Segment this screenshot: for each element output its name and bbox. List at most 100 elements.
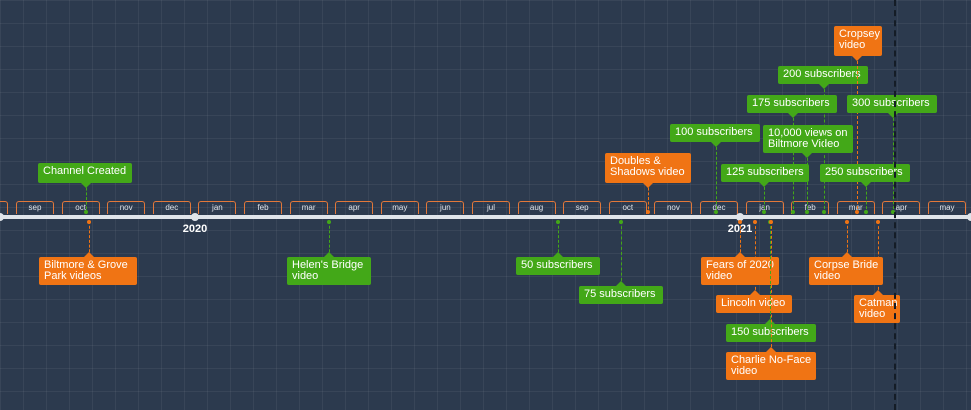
milestone-label[interactable]: 50 subscribers — [516, 257, 600, 275]
label-line: video — [814, 270, 841, 282]
label-line: 250 subscribers — [825, 166, 903, 178]
event-connector — [716, 142, 717, 214]
month-label: nov — [654, 201, 693, 214]
event-point — [714, 210, 718, 214]
label-line: video — [292, 270, 319, 282]
label-line: 75 subscribers — [584, 288, 656, 300]
month-label: dec — [700, 201, 738, 214]
label-pointer — [819, 84, 829, 89]
video-label[interactable]: Doubles &Shadows video — [605, 153, 691, 183]
label-line: 200 subscribers — [783, 68, 861, 80]
event-connector — [740, 221, 741, 257]
year-dot — [191, 213, 199, 221]
event-connector — [847, 221, 848, 257]
event-point — [619, 220, 623, 224]
label-line: Channel Created — [43, 165, 127, 177]
event-connector — [764, 182, 765, 214]
label-pointer — [81, 183, 91, 188]
label-line: Doubles & — [610, 155, 661, 167]
milestone-label[interactable]: 100 subscribers — [670, 124, 760, 142]
label-line: 10,000 views on — [768, 127, 848, 139]
label-line: video — [859, 308, 886, 320]
event-connector — [878, 221, 879, 295]
axis-end-dot — [967, 213, 971, 221]
milestone-label[interactable]: 125 subscribers — [721, 164, 809, 182]
milestone-label[interactable]: 250 subscribers — [820, 164, 910, 182]
month-label: nov — [107, 201, 146, 214]
label-line: Biltmore Video — [768, 138, 840, 150]
event-point — [738, 220, 742, 224]
label-line: video — [706, 270, 733, 282]
event-connector — [621, 221, 622, 286]
label-line: video — [839, 39, 866, 51]
label-pointer — [788, 113, 798, 118]
milestone-label[interactable]: 200 subscribers — [778, 66, 868, 84]
label-line: 175 subscribers — [752, 97, 830, 109]
event-point — [822, 210, 826, 214]
label-line: Cropsey — [839, 28, 880, 40]
label-pointer — [759, 182, 769, 187]
event-connector — [893, 113, 894, 214]
event-point — [87, 220, 91, 224]
event-connector — [558, 221, 559, 257]
event-point — [327, 220, 331, 224]
label-line: 150 subscribers — [731, 326, 809, 338]
event-connector — [824, 84, 825, 214]
month-label: feb — [244, 201, 282, 214]
label-line: video — [731, 365, 758, 377]
month-label: sep — [16, 201, 54, 214]
label-line: 50 subscribers — [521, 259, 593, 271]
label-pointer — [735, 252, 745, 257]
event-point — [84, 210, 88, 214]
label-pointer — [553, 252, 563, 257]
month-label: jan — [198, 201, 237, 214]
label-pointer — [842, 252, 852, 257]
month-label: oct — [608, 201, 647, 214]
event-connector — [89, 221, 90, 257]
milestone-label[interactable]: 175 subscribers — [747, 95, 837, 113]
milestone-label[interactable]: 300 subscribers — [847, 95, 937, 113]
event-point — [556, 220, 560, 224]
label-line: Helen's Bridge — [292, 259, 364, 271]
month-label: mar — [836, 201, 875, 214]
month-label: mar — [289, 201, 328, 214]
event-connector — [329, 221, 330, 257]
event-connector — [793, 113, 794, 214]
event-point — [845, 220, 849, 224]
event-point — [762, 210, 766, 214]
label-pointer — [750, 290, 760, 295]
label-line: 100 subscribers — [675, 126, 753, 138]
month-label: may — [928, 201, 966, 214]
video-label[interactable]: Lincoln video — [716, 295, 792, 313]
milestone-label[interactable]: Channel Created — [38, 163, 132, 183]
month-label: dec — [152, 201, 191, 214]
event-point — [864, 210, 868, 214]
label-line: Shadows video — [610, 166, 685, 178]
label-pointer — [84, 252, 94, 257]
label-pointer — [616, 281, 626, 286]
label-pointer — [766, 347, 776, 352]
event-connector — [648, 183, 649, 214]
timeline-axis — [0, 215, 971, 219]
month-label: feb — [791, 201, 830, 214]
label-pointer — [765, 319, 775, 324]
event-connector — [857, 56, 858, 214]
label-line: 300 subscribers — [852, 97, 930, 109]
event-point — [769, 220, 773, 224]
milestone-label[interactable]: 75 subscribers — [579, 286, 663, 304]
label-line: Catman — [859, 297, 898, 309]
label-pointer — [711, 142, 721, 147]
event-connector — [807, 153, 808, 214]
event-point — [805, 210, 809, 214]
event-point — [753, 220, 757, 224]
label-line: Fears of 2020 — [706, 259, 774, 271]
event-connector — [755, 221, 756, 295]
